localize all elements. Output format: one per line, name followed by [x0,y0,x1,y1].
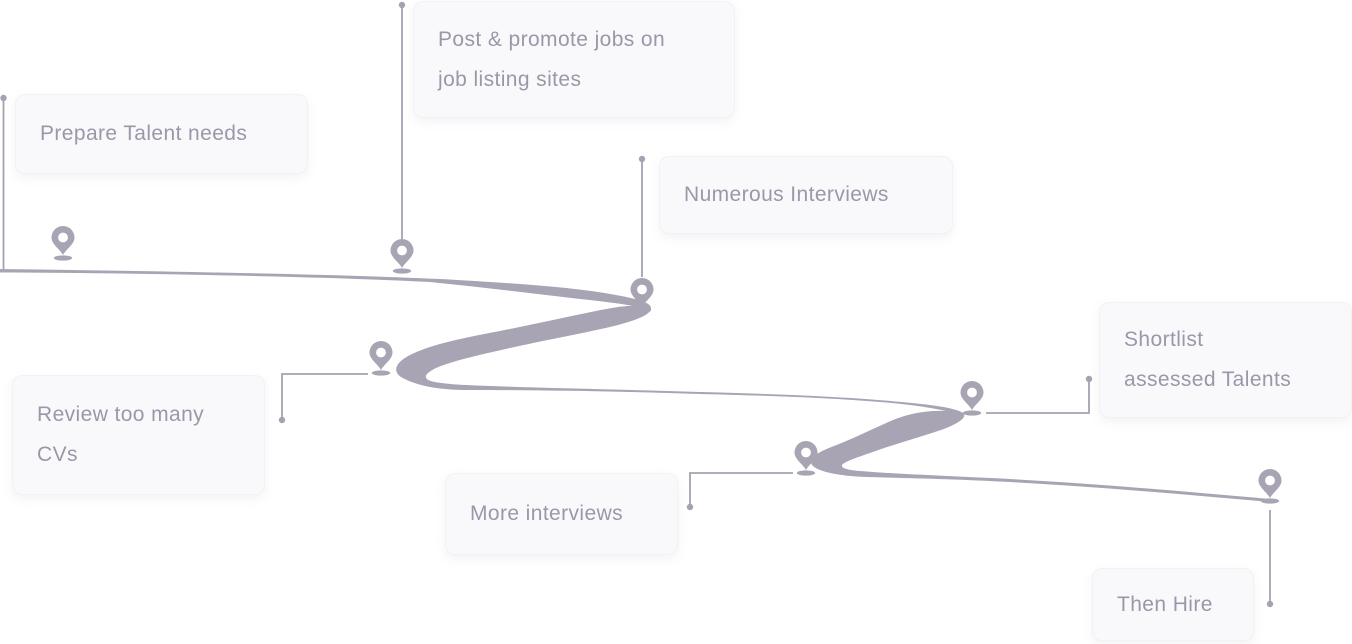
step-label: More interviews [470,502,624,525]
step-label: Prepare Talent needs [40,122,248,145]
step-label: Numerous Interviews [684,183,889,206]
step-card-shortlist-assessed-talents: Shortlist assessed Talents [1099,302,1352,418]
step-card-review-too-many-cvs: Review too many CVs [12,375,265,495]
connector-line-shortlist [986,382,1090,414]
step-label-line-1: Shortlist [1124,328,1204,351]
step-card-more-interviews: More interviews [445,473,678,555]
step-card-numerous-interviews: Numerous Interviews [659,156,953,234]
step-label-line-2: assessed Talents [1124,368,1292,391]
connector-dot-shortlist [1085,375,1093,383]
road-path [0,269,1270,502]
step-label-line-1: Review too many [37,403,205,426]
step-label-line-2: CVs [37,443,78,466]
connector-dot-numerous [638,155,646,163]
step-card-prepare-talent-needs: Prepare Talent needs [15,94,308,174]
map-pin-icon [960,381,984,416]
connector-line-more [689,472,793,504]
step-label: Then Hire [1117,592,1213,616]
map-pin-icon [51,226,75,261]
connector-dot-prepare [0,94,7,102]
connector-dot-review [278,416,286,424]
map-pin-icon [794,441,818,476]
map-pin-icon [369,341,393,376]
connector-dot-post [398,1,406,9]
step-label-line-1: Post & promote jobs on [438,27,666,51]
step-label-line-2: job listing sites [438,67,582,91]
step-card-post-promote-jobs: Post & promote jobs on job listing sites [413,1,735,118]
connector-dot-hire [1266,600,1274,608]
map-pin-icon [390,239,414,274]
connector-line-review [281,373,368,417]
step-card-then-hire: Then Hire [1092,568,1254,641]
connector-dot-more [686,503,694,511]
